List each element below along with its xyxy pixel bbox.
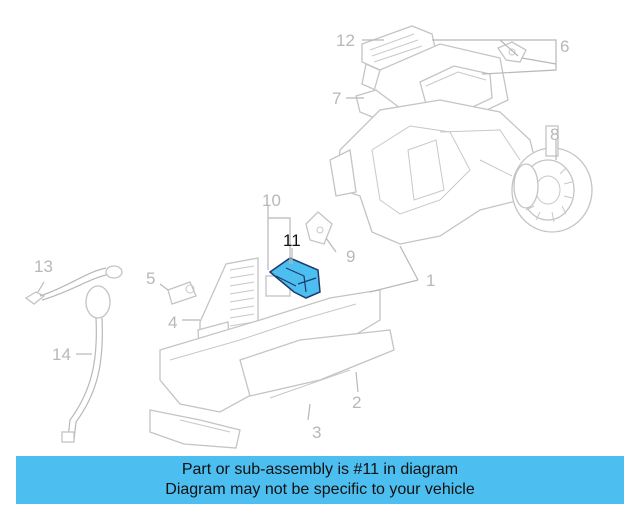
info-banner: Part or sub-assembly is #11 in diagram D… [16, 456, 624, 504]
part-5-connector [167, 281, 197, 305]
callout-2: 2 [352, 393, 361, 412]
callout-10: 10 [262, 191, 281, 210]
part-9-actuator [305, 211, 333, 245]
part-8-blower [511, 125, 593, 233]
callout-3: 3 [312, 423, 321, 442]
part-14-tube [61, 285, 111, 443]
callout-5: 5 [146, 269, 155, 288]
callout-1: 1 [426, 271, 435, 290]
banner-line-1: Part or sub-assembly is #11 in diagram [181, 461, 459, 478]
callout-9: 9 [346, 247, 355, 266]
callout-11: 11 [283, 231, 301, 250]
callout-12: 12 [336, 31, 355, 50]
callout-7: 7 [332, 89, 341, 108]
banner-line-2: Diagram may not be specific to your vehi… [165, 481, 475, 498]
part-13-hose [24, 265, 123, 305]
part-6-clip [497, 41, 527, 63]
part-1-case [329, 99, 541, 245]
callout-14: 14 [52, 345, 71, 364]
leader-lines [37, 39, 557, 421]
callout-6: 6 [560, 37, 569, 56]
part-11-highlighted [268, 257, 321, 299]
parts-diagram: 12 6 7 8 10 11 9 13 5 1 4 14 2 3 [24, 25, 593, 449]
callout-4: 4 [168, 313, 177, 332]
callout-13: 13 [34, 257, 53, 276]
callout-8: 8 [550, 125, 559, 144]
lower-case [149, 289, 395, 449]
